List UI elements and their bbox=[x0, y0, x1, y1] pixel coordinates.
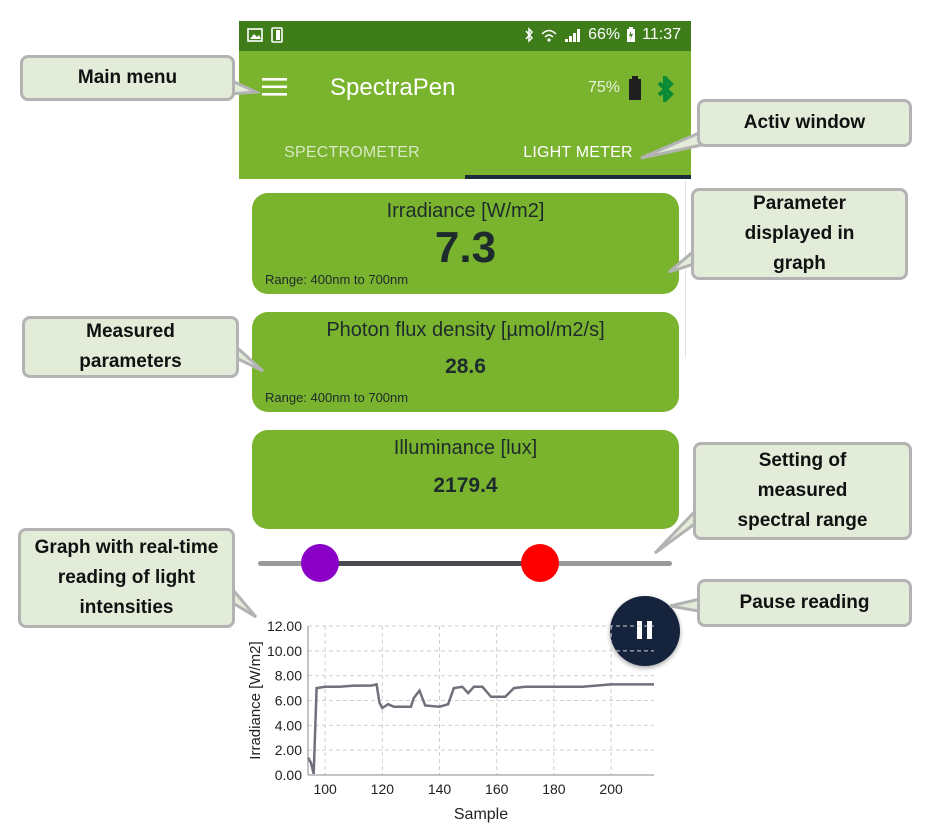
spectral-range-slider[interactable] bbox=[258, 542, 672, 586]
x-tick-label: 140 bbox=[428, 781, 452, 797]
card-range: Range: 400nm to 700nm bbox=[265, 390, 409, 405]
y-tick-label: 2.00 bbox=[275, 742, 302, 758]
callout-spectral-range: Setting of measured spectral range bbox=[693, 442, 912, 540]
y-tick-label: 0.00 bbox=[275, 767, 302, 783]
slider-active-track bbox=[320, 561, 540, 566]
irradiance-chart: 0.00 2.00 4.00 6.00 8.00 10.00 12.00 100 120 140… bbox=[247, 618, 654, 823]
pause-icon bbox=[637, 621, 652, 639]
y-tick-label: 6.00 bbox=[275, 693, 302, 709]
image-icon bbox=[247, 28, 263, 42]
x-tick-label: 100 bbox=[313, 781, 337, 797]
photon-flux-card[interactable]: Photon flux density [µmol/m2/s] 28.6 Ran… bbox=[252, 312, 679, 412]
slider-low-thumb[interactable] bbox=[301, 544, 340, 582]
chart-y-label: Irradiance [W/m2] bbox=[247, 641, 264, 759]
card-value: 28.6 bbox=[445, 355, 486, 378]
status-bar: 66% 11:37 bbox=[239, 21, 691, 51]
chart-x-label: Sample bbox=[454, 806, 508, 823]
y-tick-label: 4.00 bbox=[275, 717, 302, 733]
callout-measured-parameters: Measured parameters bbox=[22, 316, 239, 378]
tab-spectrometer[interactable]: SPECTROMETER bbox=[284, 144, 420, 161]
bluetooth-icon[interactable] bbox=[655, 76, 677, 102]
x-tick-label: 160 bbox=[485, 781, 509, 797]
y-tick-label: 12.00 bbox=[267, 618, 302, 634]
pause-button[interactable] bbox=[610, 596, 680, 666]
y-tick-label: 8.00 bbox=[275, 668, 302, 684]
y-tick-label: 10.00 bbox=[267, 643, 302, 659]
wifi-icon bbox=[541, 29, 557, 42]
callout-activ-window: Activ window bbox=[697, 99, 912, 147]
callout-main-menu: Main menu bbox=[20, 55, 235, 101]
hamburger-menu-icon[interactable] bbox=[262, 77, 287, 97]
clock: 11:37 bbox=[642, 26, 681, 43]
tab-light-meter[interactable]: LIGHT METER bbox=[523, 144, 633, 161]
callout-graph: Graph with real-time reading of light in… bbox=[18, 528, 235, 628]
app-bar: SpectraPen 75% SPECTROMETER LIGHT METER bbox=[239, 51, 691, 179]
card-range: Range: 400nm to 700nm bbox=[265, 272, 409, 287]
device-battery-icon bbox=[629, 76, 641, 100]
sim-icon bbox=[271, 27, 283, 43]
panel-edge bbox=[685, 180, 686, 358]
x-tick-label: 180 bbox=[542, 781, 566, 797]
card-title: Illuminance [lux] bbox=[393, 437, 538, 459]
bluetooth-icon bbox=[525, 27, 534, 43]
card-value: 2179.4 bbox=[433, 474, 498, 497]
illuminance-card[interactable]: Illuminance [lux] 2179.4 bbox=[252, 430, 679, 529]
active-tab-indicator bbox=[465, 175, 691, 179]
card-title: Irradiance [W/m2] bbox=[386, 200, 545, 222]
app-title: SpectraPen bbox=[330, 74, 456, 101]
irradiance-card[interactable]: Irradiance [W/m2] 7.3 Range: 400nm to 70… bbox=[252, 193, 679, 294]
x-tick-label: 120 bbox=[371, 781, 395, 797]
phone-battery-text: 66% bbox=[588, 26, 621, 43]
card-value: 7.3 bbox=[434, 223, 497, 272]
callout-parameter-graph: Parameter displayed in graph bbox=[691, 188, 908, 280]
chart-series-line bbox=[306, 682, 654, 775]
slider-high-thumb[interactable] bbox=[520, 544, 559, 582]
battery-icon bbox=[627, 27, 636, 42]
signal-icon bbox=[565, 29, 581, 42]
x-tick-label: 200 bbox=[599, 781, 623, 797]
callout-pause-reading: Pause reading bbox=[697, 579, 912, 627]
device-battery-text: 75% bbox=[588, 79, 621, 96]
card-title: Photon flux density [µmol/m2/s] bbox=[326, 319, 605, 341]
